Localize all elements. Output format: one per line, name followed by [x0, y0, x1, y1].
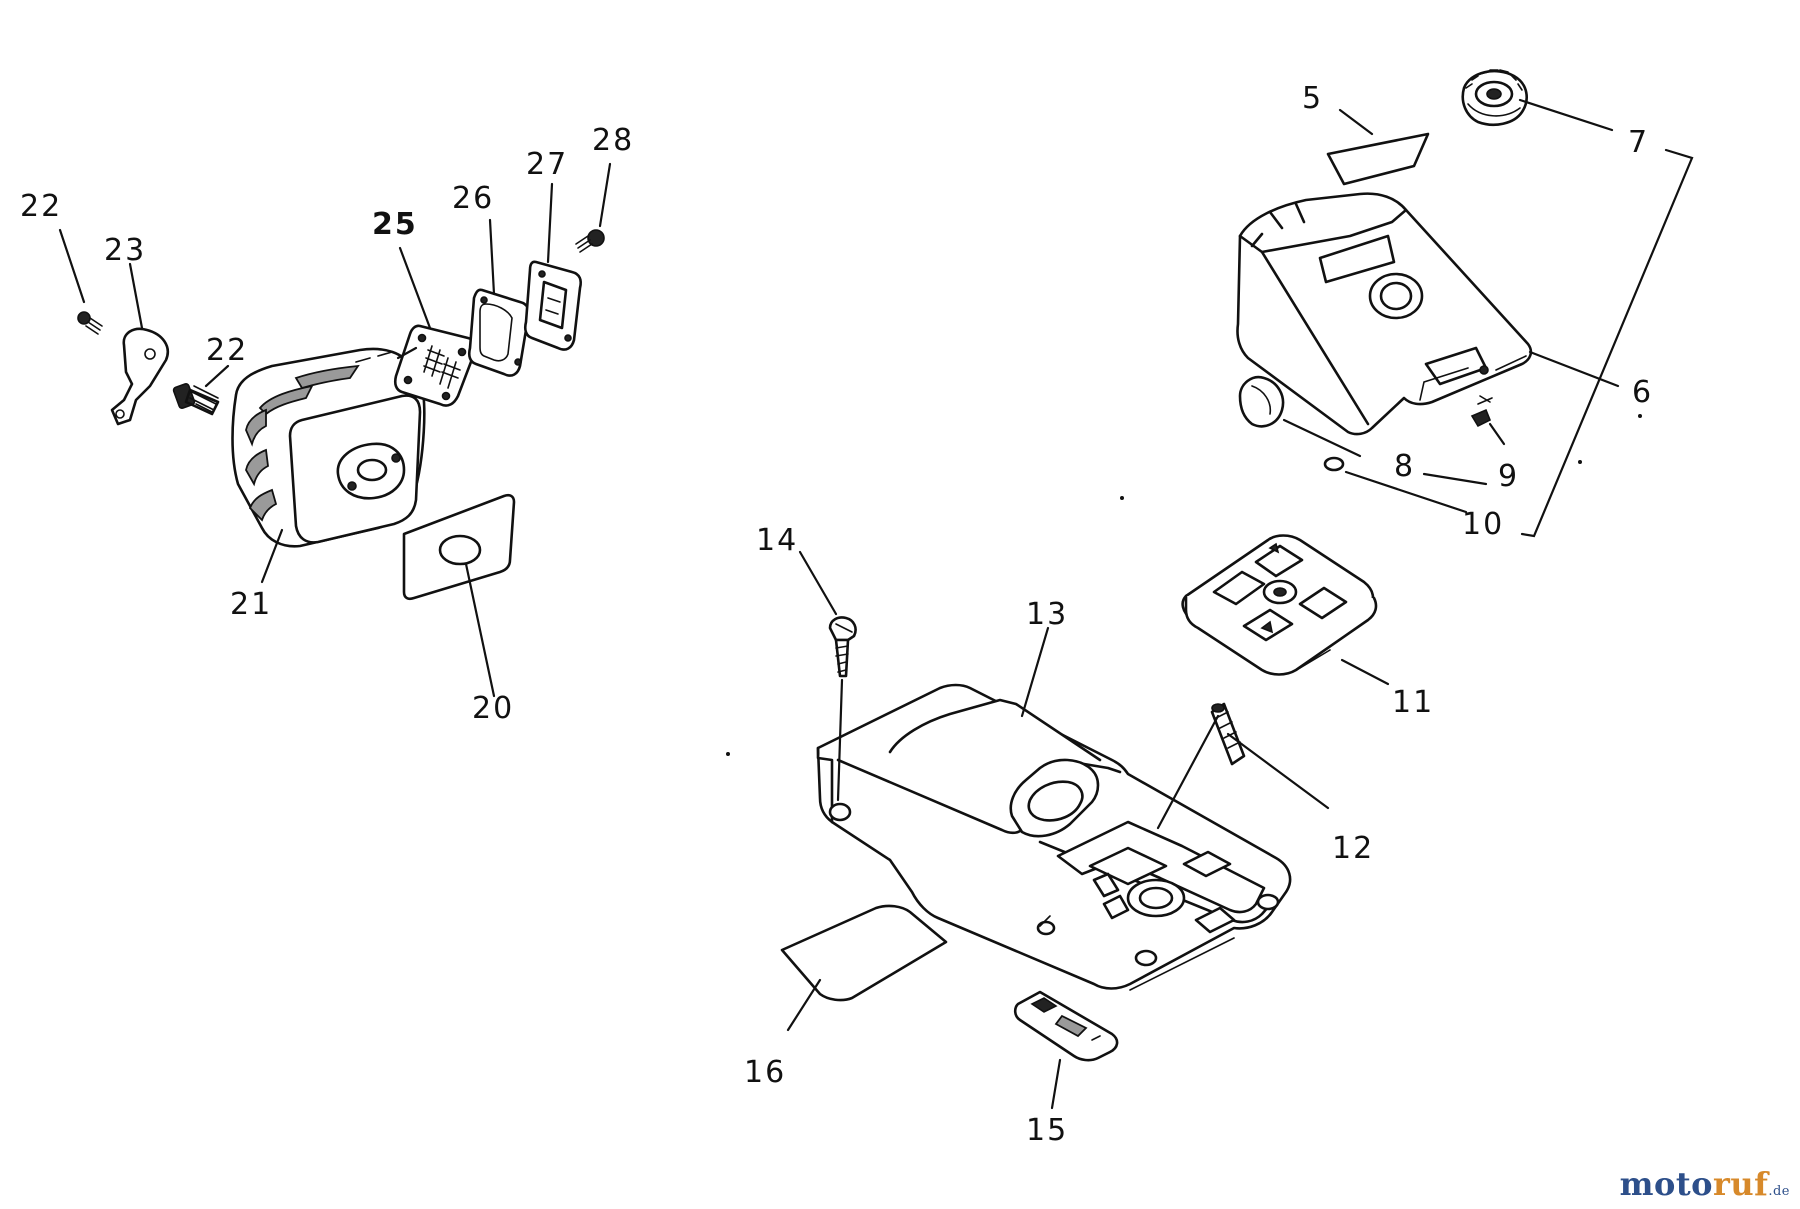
knob-7 [1463, 70, 1527, 125]
gasket-26 [469, 290, 528, 376]
plate-15 [1015, 992, 1117, 1060]
gasket-20 [404, 495, 514, 599]
muffler-21 [233, 349, 425, 546]
callout-10: 10 [1462, 507, 1504, 542]
callout-5: 5 [1302, 81, 1323, 116]
bolt-22 [173, 383, 218, 414]
callout-20: 20 [472, 691, 514, 726]
callout-27: 27 [526, 147, 568, 182]
callout-26: 26 [452, 181, 494, 216]
label-5 [1328, 134, 1428, 184]
callout-28: 28 [592, 123, 634, 158]
callout-13: 13 [1026, 597, 1068, 632]
cover-6 [1237, 194, 1530, 434]
screw-14 [830, 617, 856, 676]
callout-7: 7 [1628, 125, 1649, 160]
watermark-part1: moto [1619, 1165, 1713, 1203]
bracket-23 [112, 329, 168, 424]
callout-22a: 22 [20, 189, 62, 224]
callout-22b: 22 [206, 333, 248, 368]
watermark-tld: .de [1768, 1184, 1790, 1199]
screen-plate-25 [395, 326, 476, 406]
callout-21: 21 [230, 587, 272, 622]
screw-9 [1472, 396, 1492, 426]
callout-15: 15 [1026, 1113, 1068, 1148]
callout-6: 6 [1632, 375, 1653, 410]
callout-11: 11 [1392, 685, 1434, 720]
bolt-28 [576, 230, 604, 252]
watermark-part2: ruf [1712, 1165, 1769, 1203]
plate-27 [525, 262, 580, 350]
callout-9: 9 [1498, 459, 1519, 494]
callout-25: 25 [372, 207, 418, 242]
air-box-base-13 [818, 685, 1290, 990]
air-filter-11 [1183, 536, 1376, 675]
leader-lines [60, 100, 1692, 1108]
callout-14: 14 [756, 523, 798, 558]
gasket-16 [782, 906, 946, 1000]
o-ring-10 [1325, 458, 1343, 470]
print-specks [726, 414, 1642, 756]
screw-22-small [78, 312, 102, 334]
watermark-logo: motoruf.de [1620, 1165, 1790, 1203]
callout-23: 23 [104, 233, 146, 268]
callout-labels: 22 23 22 25 26 27 28 21 20 5 7 6 8 9 10 … [20, 81, 1653, 1148]
cap-8 [1240, 377, 1283, 426]
callout-8: 8 [1394, 449, 1415, 484]
callout-12: 12 [1332, 831, 1374, 866]
callout-16: 16 [744, 1055, 786, 1090]
